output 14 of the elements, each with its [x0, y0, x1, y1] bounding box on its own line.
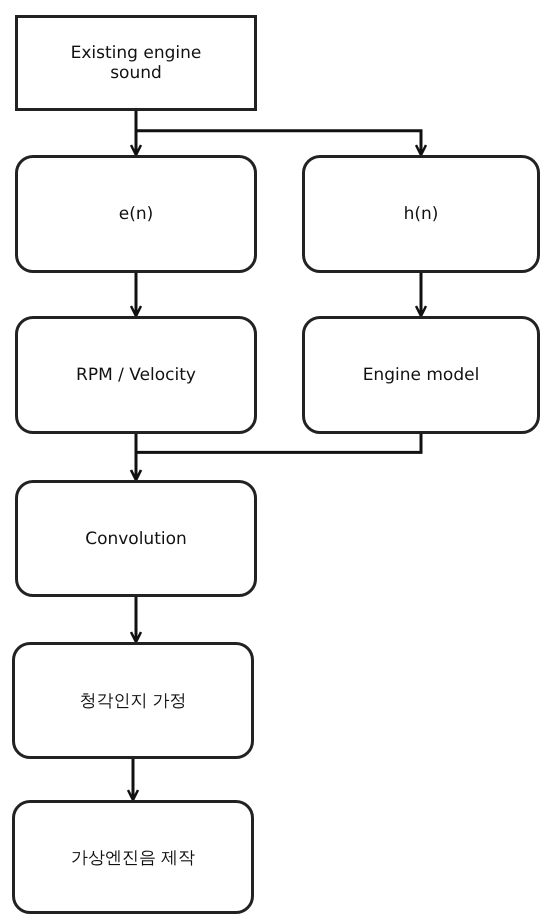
arrow [130, 273, 142, 318]
arrow [414, 273, 428, 318]
arrow [134, 111, 428, 156]
input-box: Existing engine sound [15, 15, 257, 111]
process-box: Convolution [15, 480, 257, 597]
process-box: 가상엔진음 제작 [12, 800, 254, 914]
arrow [130, 597, 142, 644]
process-box: RPM / Velocity [15, 316, 257, 434]
process-box: e(n) [15, 155, 257, 273]
process-box: h(n) [302, 155, 540, 273]
arrow [126, 759, 140, 802]
process-box: Engine model [302, 316, 540, 434]
process-box: 청각인지 가정 [12, 642, 254, 759]
arrow [130, 434, 422, 482]
